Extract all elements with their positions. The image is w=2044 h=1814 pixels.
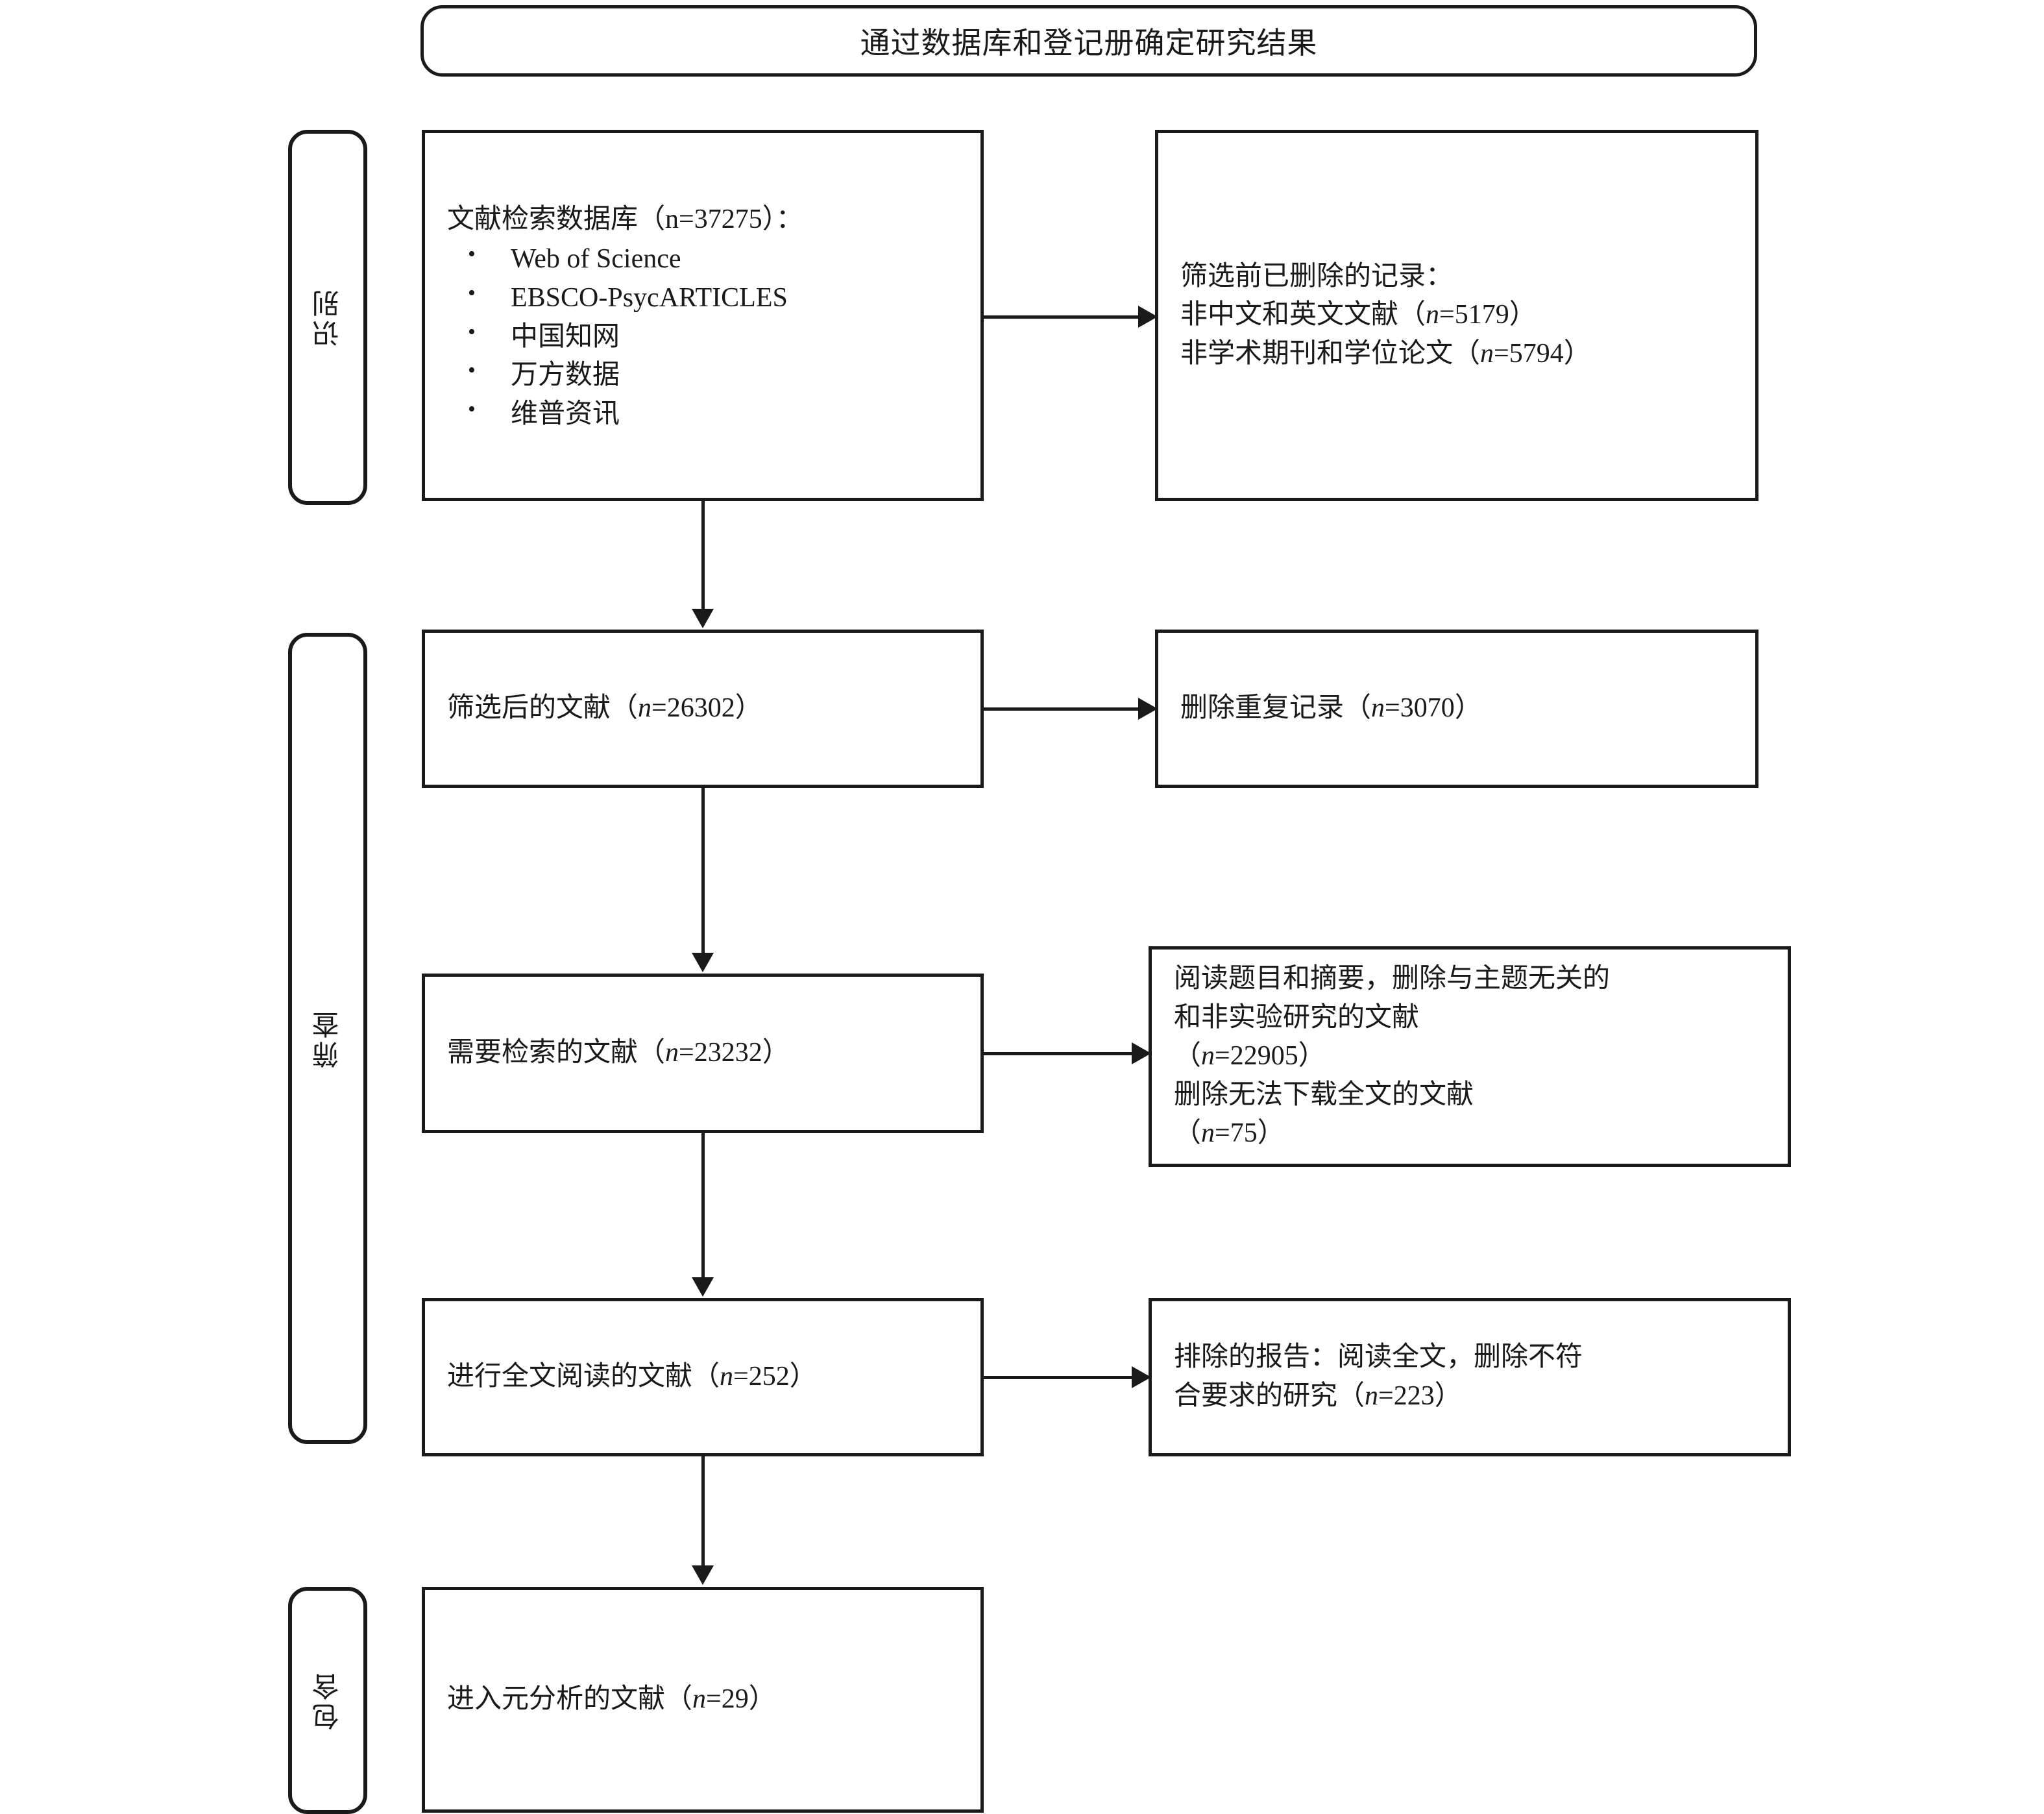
- duplicates-removed-text: 删除重复记录（n=3070）: [1180, 693, 1482, 724]
- stage-label-screening: 筛查: [313, 1009, 343, 1068]
- box-full-text-assessed: 进行全文阅读的文献（n=252）: [422, 1298, 984, 1456]
- box-reports-excluded: 排除的报告：阅读全文，删除不符 合要求的研究（n=223）: [1149, 1298, 1791, 1456]
- connector-line-identified-to-removed: [984, 315, 1138, 319]
- stage-rail-screening: 筛查: [288, 633, 367, 1444]
- box-records-excluded-by-abstract: 阅读题目和摘要，删除与主题无关的 和非实验研究的文献 （n=22905） 删除无…: [1149, 946, 1791, 1167]
- arrow-right-icon: [1138, 306, 1158, 328]
- excluded-abs-line-4: 删除无法下载全文的文献: [1174, 1079, 1474, 1110]
- arrow-right-icon: [1132, 1042, 1151, 1064]
- list-item: Web of Science: [468, 239, 980, 279]
- box-records-screened: 筛选后的文献（n=26302）: [422, 630, 984, 788]
- list-item: 中国知网: [468, 317, 980, 357]
- connector-line-identified-to-screened: [701, 501, 705, 610]
- arrow-down-icon: [692, 1565, 714, 1585]
- studies-included-text: 进入元分析的文献（n=29）: [447, 1684, 776, 1715]
- box-duplicates-removed: 删除重复记录（n=3070）: [1155, 630, 1758, 788]
- records-retrieved-text: 需要检索的文献（n=23232）: [447, 1038, 790, 1068]
- removed-line-2: 非中文和英文文献（n=5179）: [1180, 300, 1537, 330]
- database-list: Web of Science EBSCO-PsycARTICLES 中国知网 万…: [425, 239, 980, 434]
- connector-line-screened-to-retrieved: [701, 788, 705, 954]
- arrow-down-icon: [692, 609, 714, 628]
- removed-line-3: 非学术期刊和学位论文（n=5794）: [1180, 338, 1591, 369]
- full-text-assessed-text: 进行全文阅读的文献（n=252）: [447, 1362, 817, 1392]
- stage-rail-identification: 识别: [288, 130, 367, 505]
- reports-excluded-text: 排除的报告：阅读全文，删除不符 合要求的研究（n=223）: [1152, 1338, 1788, 1416]
- arrow-down-icon: [692, 953, 714, 972]
- records-screened-text: 筛选后的文献（n=26302）: [447, 693, 762, 724]
- records-identified-title: 文献检索数据库（n=37275）：: [447, 204, 803, 235]
- records-excluded-abstract-text: 阅读题目和摘要，删除与主题无关的 和非实验研究的文献 （n=22905） 删除无…: [1152, 960, 1788, 1153]
- box-records-identified: 文献检索数据库（n=37275）： Web of Science EBSCO-P…: [422, 130, 984, 501]
- connector-line-fulltext-to-included: [701, 1456, 705, 1567]
- connector-line-retrieved-to-fulltext: [701, 1133, 705, 1279]
- list-item: 万方数据: [468, 355, 980, 395]
- excluded-abs-line-1: 阅读题目和摘要，删除与主题无关的: [1174, 963, 1611, 994]
- connector-line-screened-to-duplicates: [984, 707, 1138, 711]
- excluded-abs-line-3: （n=22905）: [1174, 1041, 1326, 1072]
- list-item: EBSCO-PsycARTICLES: [468, 278, 980, 318]
- excluded-abs-line-2: 和非实验研究的文献: [1174, 1002, 1420, 1033]
- arrow-right-icon: [1132, 1366, 1151, 1388]
- excluded-full-line-2: 合要求的研究（n=223）: [1174, 1381, 1462, 1411]
- list-item: 维普资讯: [468, 394, 980, 434]
- arrow-right-icon: [1138, 698, 1158, 720]
- removed-line-1: 筛选前已删除的记录：: [1180, 261, 1454, 291]
- excluded-abs-line-5: （n=75）: [1174, 1118, 1285, 1149]
- arrow-down-icon: [692, 1277, 714, 1297]
- header-banner: 通过数据库和登记册确定研究结果: [420, 5, 1757, 77]
- header-title: 通过数据库和登记册确定研究结果: [860, 27, 1318, 60]
- stage-label-included: 包含: [313, 1671, 343, 1730]
- excluded-full-line-1: 排除的报告：阅读全文，删除不符: [1174, 1342, 1583, 1373]
- connector-line-retrieved-to-excluded: [984, 1052, 1132, 1055]
- box-records-retrieved: 需要检索的文献（n=23232）: [422, 974, 984, 1133]
- box-studies-included: 进入元分析的文献（n=29）: [422, 1587, 984, 1813]
- stage-label-identification: 识别: [313, 288, 343, 347]
- records-removed-text: 筛选前已删除的记录： 非中文和英文文献（n=5179） 非学术期刊和学位论文（n…: [1158, 258, 1755, 374]
- stage-rail-included: 包含: [288, 1587, 367, 1814]
- connector-line-fulltext-to-excluded: [984, 1376, 1132, 1379]
- box-records-removed-before-screening: 筛选前已删除的记录： 非中文和英文文献（n=5179） 非学术期刊和学位论文（n…: [1155, 130, 1758, 501]
